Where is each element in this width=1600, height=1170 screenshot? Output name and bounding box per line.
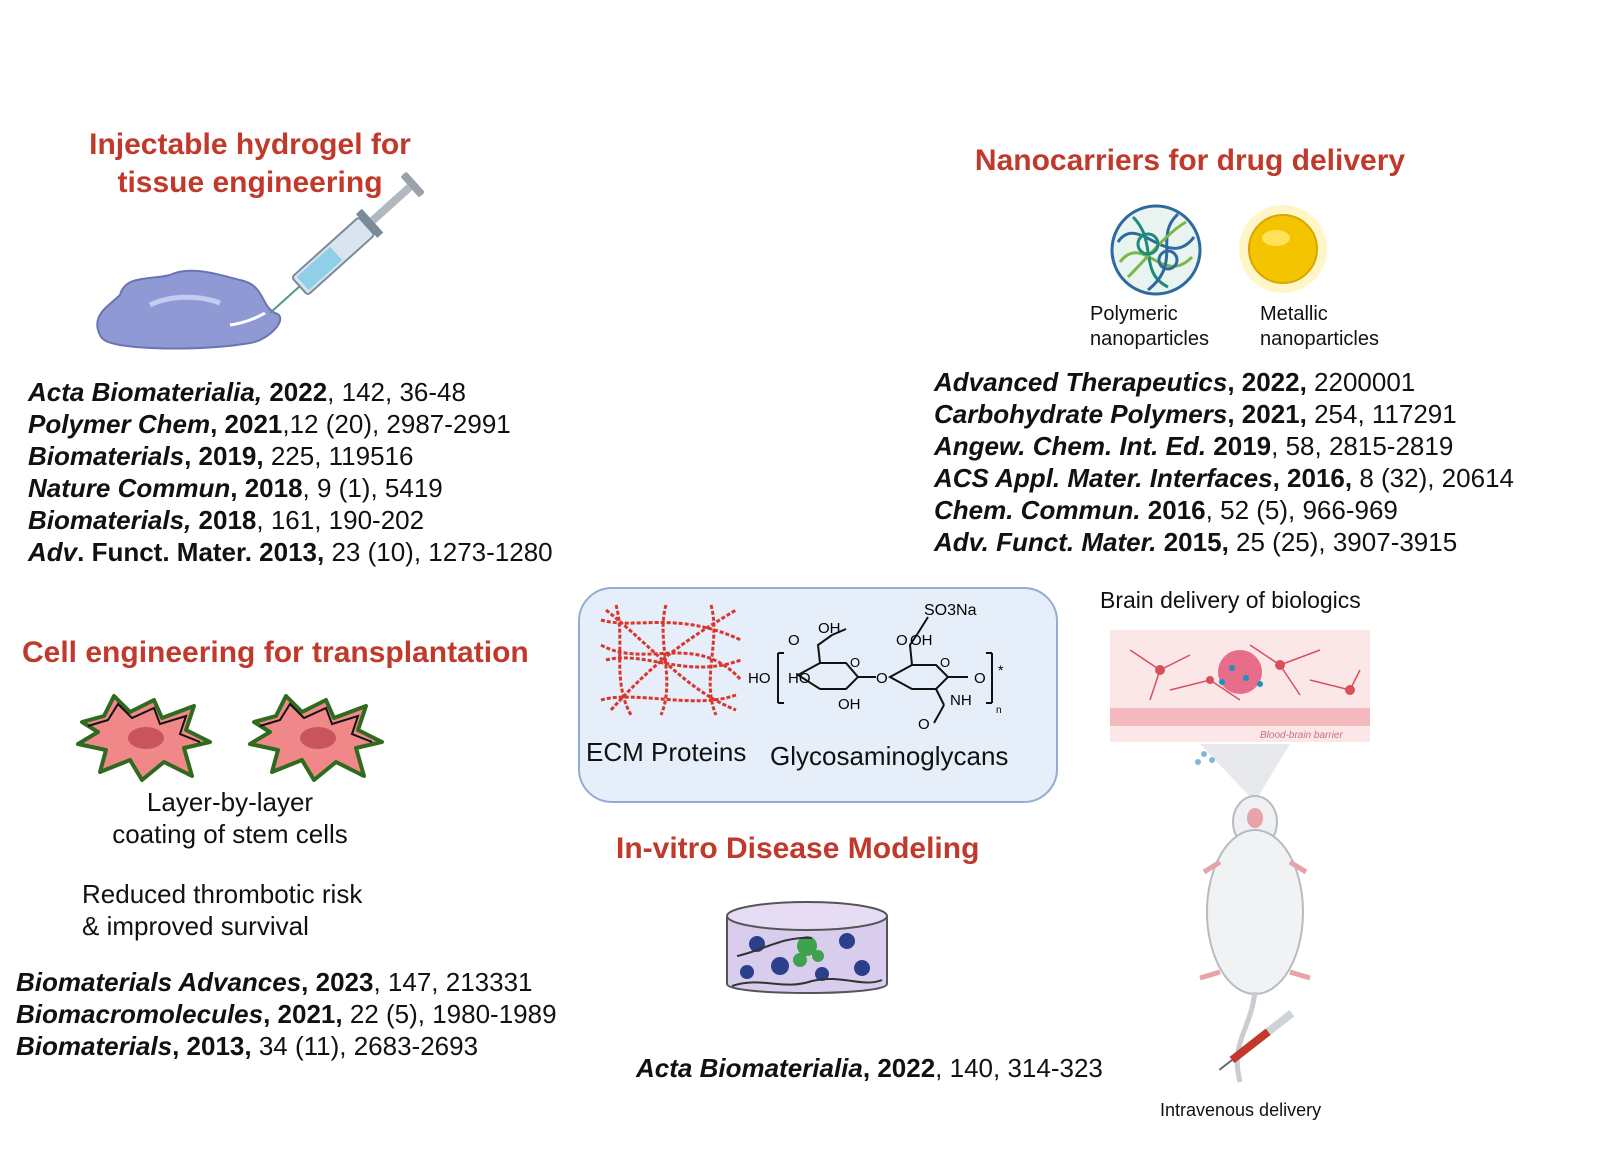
svg-text:O: O: [974, 670, 986, 687]
syringe-icon: [269, 172, 425, 314]
cell-benefit-text: Reduced thrombotic risk & improved survi…: [82, 879, 363, 941]
blood-brain-barrier-illustration: Blood-brain barrier: [1110, 630, 1370, 742]
reference-item: Nature Commun, 2018, 9 (1), 5419: [28, 473, 443, 503]
metallic-nanoparticle-icon: [1239, 205, 1327, 293]
svg-text:OH: OH: [818, 620, 841, 637]
reference-item: Adv. Funct. Mater. 2015, 25 (25), 3907-3…: [934, 527, 1458, 557]
svg-text:O: O: [876, 670, 888, 687]
cell-references: Biomaterials Advances, 2023, 147, 213331…: [16, 966, 557, 1062]
reference-item: ACS Appl. Mater. Interfaces, 2016, 8 (32…: [934, 463, 1514, 493]
reference-item: Biomaterials, 2013, 34 (11), 2683-2693: [16, 1031, 479, 1061]
svg-text:OH: OH: [910, 632, 933, 649]
hydrogel-blob: [96, 269, 282, 350]
svg-text:n: n: [996, 705, 1002, 716]
svg-text:O: O: [896, 632, 908, 649]
metallic-nanoparticles-label: Metallic nanoparticles: [1260, 303, 1379, 350]
brain-delivery-title: Brain delivery of biologics: [1100, 587, 1361, 613]
layer-by-layer-caption: Layer-by-layer coating of stem cells: [112, 787, 348, 849]
cell-engineering-section-title: Cell engineering for transplantation: [22, 636, 529, 669]
reference-item: Acta Biomaterialia, 2022, 142, 36-48: [28, 377, 466, 407]
hydrogel-syringe-illustration: [96, 172, 425, 350]
mouse-iv-delivery-illustration: [1195, 744, 1311, 1083]
nanocarriers-section-title: Nanocarriers for drug delivery: [974, 144, 1406, 177]
coated-stem-cell-icon: [76, 694, 212, 782]
svg-text:NH: NH: [950, 692, 972, 709]
svg-text:O: O: [918, 716, 930, 733]
hydrogel-references: Acta Biomaterialia, 2022, 142, 36-48 Pol…: [28, 376, 553, 568]
reference-item: Advanced Therapeutics, 2022, 2200001: [934, 367, 1416, 397]
svg-text:O: O: [788, 632, 800, 649]
nanocarriers-references: Advanced Therapeutics, 2022, 2200001 Car…: [934, 366, 1514, 558]
polymeric-nanoparticles-label: Polymeric nanoparticles: [1090, 303, 1209, 350]
invitro-reference: Acta Biomaterialia, 2022, 140, 314-323: [636, 1053, 1103, 1083]
invitro-section-title: In-vitro Disease Modeling: [616, 832, 980, 865]
reference-item: Angew. Chem. Int. Ed. 2019, 58, 2815-281…: [934, 431, 1454, 461]
hydrogel-section-title: Injectable hydrogel for tissue engineeri…: [89, 128, 411, 199]
ecm-proteins-label: ECM Proteins: [586, 737, 747, 767]
svg-text:OH: OH: [838, 696, 861, 713]
svg-text:HO: HO: [788, 670, 811, 687]
3d-culture-model-icon: [726, 901, 888, 994]
glycosaminoglycan-structure: SO3Na O OH O OH HO HO O O O OH NH O O * …: [748, 602, 1004, 733]
coated-stem-cell-icon: [248, 694, 384, 782]
reference-item: Biomaterials, 2019, 225, 119516: [28, 441, 414, 471]
reference-item: Chem. Commun. 2016, 52 (5), 966-969: [934, 495, 1398, 525]
reference-item: Polymer Chem, 2021,12 (20), 2987-2991: [28, 409, 511, 439]
ecm-proteins-network-icon: [600, 604, 743, 716]
glycosaminoglycans-label: Glycosaminoglycans: [770, 741, 1009, 771]
reference-item: Biomaterials, 2018, 161, 190-202: [28, 505, 425, 535]
svg-text:O: O: [850, 655, 860, 670]
reference-item: Adv. Funct. Mater. 2013, 23 (10), 1273-1…: [28, 537, 553, 567]
blood-brain-barrier-label: Blood-brain barrier: [1260, 730, 1343, 741]
reference-item: Carbohydrate Polymers, 2021, 254, 117291: [934, 399, 1457, 429]
reference-item: Biomaterials Advances, 2023, 147, 213331: [16, 967, 533, 997]
polymeric-nanoparticle-icon: [1110, 204, 1202, 296]
svg-text:HO: HO: [748, 670, 771, 687]
reference-item: Biomacromolecules, 2021, 22 (5), 1980-19…: [16, 999, 557, 1029]
svg-text:*: *: [998, 662, 1004, 678]
intravenous-delivery-label: Intravenous delivery: [1160, 1100, 1322, 1120]
svg-text:O: O: [940, 655, 950, 670]
so3na-label: SO3Na: [924, 602, 977, 619]
